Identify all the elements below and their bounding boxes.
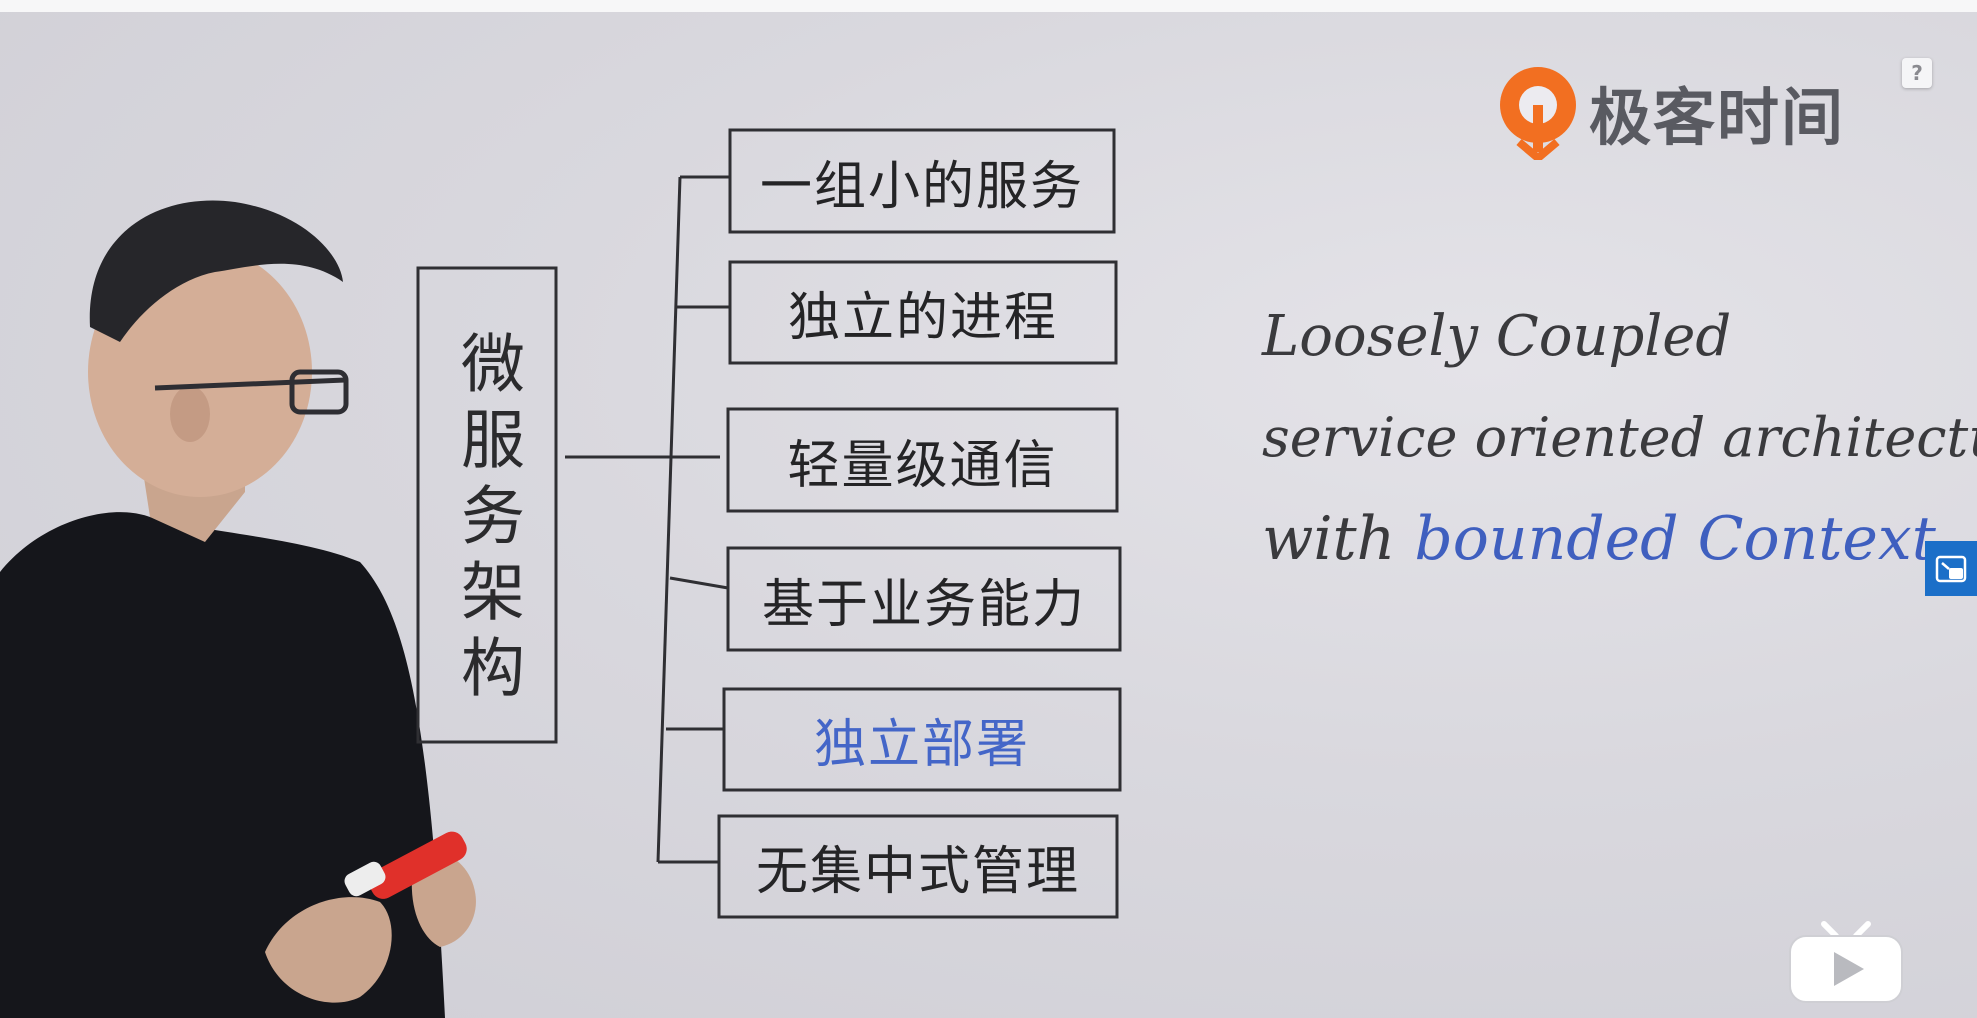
note-line-3-highlight: bounded Context: [1414, 504, 1936, 574]
question-icon: ?: [1911, 61, 1923, 85]
note-line-3-prefix: with: [1262, 504, 1396, 574]
handwritten-notes: Loosely Coupled service oriented archite…: [1262, 294, 1977, 570]
help-button[interactable]: ?: [1902, 58, 1932, 88]
video-player[interactable]: 微服务架构 一组小的服务 独立的进程 轻量级通信 基于业务能力 独立部署 无集中…: [0, 12, 1977, 1018]
note-line-1: Loosely Coupled: [1262, 304, 1732, 369]
tree-item-5: 独立部署: [813, 715, 1030, 775]
tree-boxes: [416, 128, 1122, 919]
picture-in-picture-button[interactable]: [1925, 541, 1977, 596]
tree-item-6: 无集中式管理: [755, 842, 1080, 902]
whiteboard-diagram: [0, 128, 1122, 1018]
brand-logo: 极客时间: [1497, 64, 1845, 160]
note-line-2: service oriented architecture: [1262, 406, 1977, 469]
play-tv-button[interactable]: [1786, 906, 1906, 1006]
root-node-label: 微服务架构: [450, 330, 524, 710]
brand-logo-text: 极客时间: [1589, 81, 1846, 154]
tree-item-1: 一组小的服务: [759, 156, 1084, 217]
tree-item-4: 基于业务能力: [761, 574, 1086, 635]
tv-play-icon: [1789, 921, 1903, 1003]
picture-in-picture-icon: [1935, 555, 1967, 582]
tree-item-2: 独立的进程: [787, 288, 1058, 348]
tree-connectors: [565, 175, 730, 864]
top-strip: [0, 0, 1977, 12]
tree-item-3: 轻量级通信: [787, 435, 1058, 496]
presenter: [0, 200, 476, 1018]
brand-logo-icon: [1500, 67, 1576, 160]
note-line-3: with bounded Context: [1262, 509, 1977, 569]
